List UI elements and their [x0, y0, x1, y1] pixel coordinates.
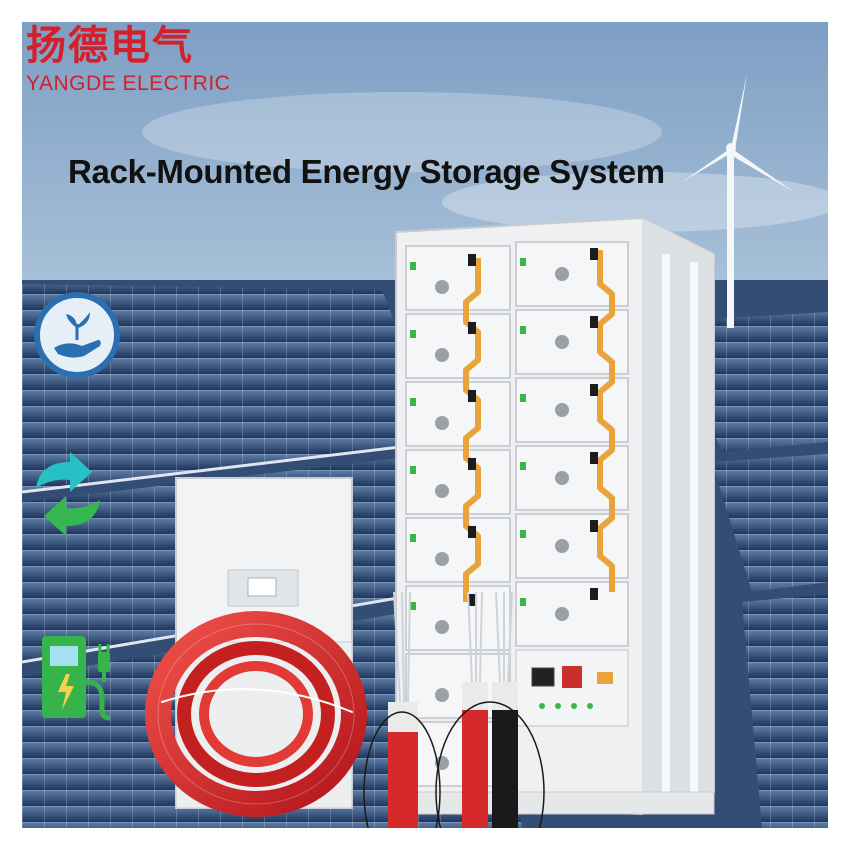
wind-turbine	[682, 74, 794, 328]
battery-rack	[395, 216, 715, 816]
power-cables	[363, 591, 545, 828]
eco-hand-plant-icon	[32, 290, 122, 380]
brand-name-english: YANGDE ELECTRIC	[26, 72, 231, 95]
product-headline: Rack-Mounted Energy Storage System	[68, 153, 665, 190]
brand-logo: 扬德电气 YANGDE ELECTRIC	[22, 20, 262, 100]
recycle-arrows-icon	[26, 448, 110, 540]
ev-charging-station-icon	[36, 630, 126, 726]
brand-name-chinese: 扬德电气	[26, 23, 194, 69]
product-photo	[22, 22, 828, 828]
scene-illustration	[22, 22, 828, 828]
red-cable-coil	[145, 611, 367, 817]
